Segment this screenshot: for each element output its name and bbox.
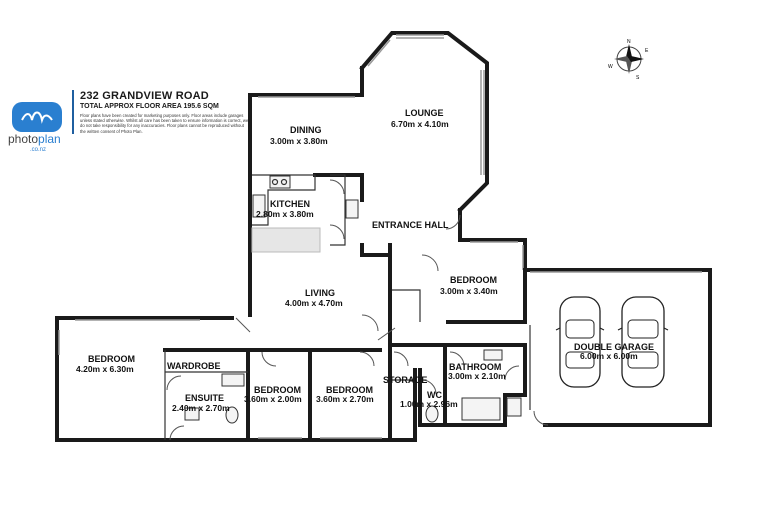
ensuite-dims: 2.40m x 2.70m (172, 403, 230, 413)
brand-name-dark: photo (8, 132, 39, 146)
living-dims: 4.00m x 4.70m (285, 298, 343, 308)
car-right-icon (617, 296, 669, 388)
bathroom-label: BATHROOM (449, 362, 501, 372)
kitchen-label: KITCHEN (270, 199, 310, 209)
bedroom-mid-dims: 3.60m x 2.70m (316, 394, 374, 404)
compass-w: W (608, 64, 613, 70)
kitchen-island (251, 227, 321, 253)
bedroom-main-dims: 4.20m x 6.30m (76, 364, 134, 374)
lounge-label: LOUNGE (405, 108, 444, 118)
sink-icon (252, 194, 266, 218)
ensuite-toilet-icon (225, 406, 239, 424)
dining-label: DINING (290, 125, 322, 135)
dining-dims: 3.00m x 3.80m (270, 136, 328, 146)
fridge-icon (345, 199, 359, 219)
photoplan-logo-icon (12, 102, 62, 132)
bath-icon (461, 397, 501, 421)
compass-e: E (645, 48, 649, 54)
garage-label: DOUBLE GARAGE (574, 342, 654, 352)
wardrobe-label: WARDROBE (167, 361, 221, 371)
bedroom-small-dims: 3.60m x 2.00m (244, 394, 302, 404)
plan-title: 232 GRANDVIEW ROAD (80, 90, 209, 102)
bedroom-small-label: BEDROOM (254, 385, 301, 395)
bathroom-basin-icon (506, 397, 522, 417)
compass-n: N (627, 39, 631, 45)
dining-kitchen-walls (248, 66, 364, 302)
lounge-dims: 6.70m x 4.10m (391, 119, 449, 129)
ensuite-shower-icon (221, 373, 245, 387)
garage-dims: 6.00m x 6.00m (580, 351, 638, 361)
garage-walls (523, 268, 712, 427)
bathroom-dims: 3.00m x 2.10m (448, 371, 506, 381)
living-walls (235, 298, 396, 341)
wc-label: WC (427, 390, 442, 400)
bedroom-top-label: BEDROOM (450, 275, 497, 285)
car-left-icon (555, 296, 605, 388)
bedroom-top-dims: 3.00m x 3.40m (440, 286, 498, 296)
plan-floor-area: TOTAL APPROX FLOOR AREA 195.6 SQM (80, 103, 219, 110)
bedroom-mid-walls (308, 348, 382, 439)
entrance-hall-label: ENTRANCE HALL (372, 220, 449, 230)
bedroom-small-walls (246, 348, 392, 442)
plan-header: 232 GRANDVIEW ROAD TOTAL APPROX FLOOR AR… (72, 90, 260, 134)
bedroom-mid-label: BEDROOM (326, 385, 373, 395)
brand-suffix: .co.nz (30, 147, 47, 153)
lounge-walls (359, 31, 489, 213)
living-label: LIVING (305, 288, 335, 298)
plan-disclaimer: Floor plans have been created for market… (80, 113, 249, 134)
wc-dims: 1.00m x 2.96m (400, 399, 458, 409)
toilet-icon (425, 405, 439, 423)
bedroom-main-label: BEDROOM (88, 354, 135, 364)
bedroom-main-walls (55, 316, 250, 442)
ensuite-label: ENSUITE (185, 393, 224, 403)
compass-s: S (636, 75, 640, 80)
entrance-hall-walls (360, 208, 527, 257)
kitchen-dims: 2.80m x 3.80m (256, 209, 314, 219)
vanity-icon (483, 349, 503, 361)
compass-icon: N E S W (608, 39, 649, 80)
storage-label: STORAGE (383, 375, 427, 385)
ensuite-basin-icon (184, 407, 200, 421)
brand-wordmark: photoplan (8, 132, 61, 146)
brand-name-light: plan (38, 132, 61, 146)
bathroom-walls (388, 343, 527, 442)
